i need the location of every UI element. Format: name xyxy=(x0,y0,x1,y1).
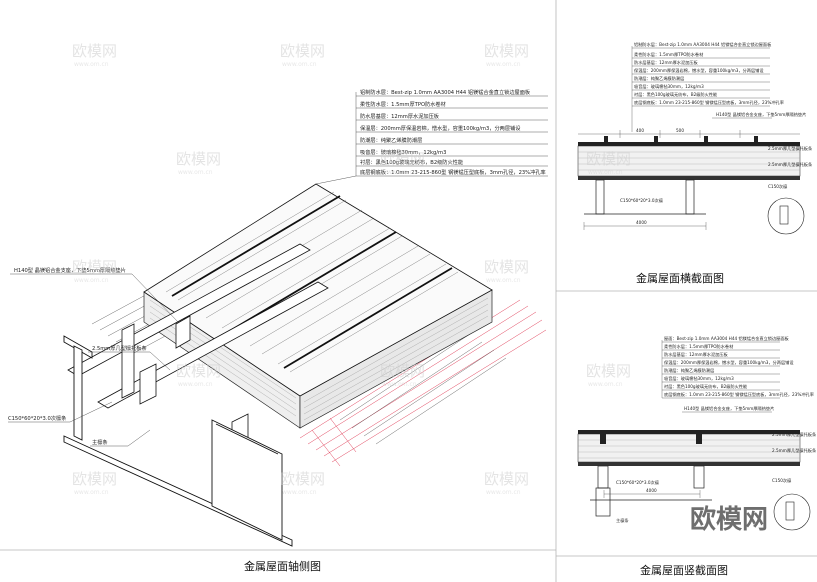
long-dim-4000: 4000 xyxy=(646,488,657,493)
watermark-url: www.om.cn xyxy=(588,169,623,176)
long-layer-3: 防水层基层：12mm厚水泥加压板 xyxy=(664,351,729,358)
watermark-url: www.om.cn xyxy=(486,277,521,284)
long-side-3: C150次檩 xyxy=(772,477,791,484)
watermark-logo: 欧模网 xyxy=(380,150,425,168)
watermark-url: www.om.cn xyxy=(178,381,213,388)
axonometric-caption: 金属屋面轴侧图 xyxy=(244,559,321,573)
cross-dim-4000: 4000 xyxy=(636,220,647,225)
long-layer-7: 衬层：黑色100g玻璃无纺布，B2级防火性能 xyxy=(664,383,748,390)
watermark-big-logo: 欧模网 xyxy=(690,504,768,535)
watermark-logo: 欧模网 xyxy=(176,362,221,380)
cross-leaders xyxy=(631,46,772,132)
watermark-logo: 欧模网 xyxy=(280,470,325,488)
cross-layer-6: 吸音层：玻璃棉毡30mm，12kg/m3 xyxy=(634,83,704,90)
cross-layer-7: 衬层：黑色100g玻璃无纺布，B2级防火性能 xyxy=(634,91,718,98)
axo-callout-purlin-25: 2.5mm厚几型檩托板条 xyxy=(92,344,147,352)
watermark-url: www.om.cn xyxy=(486,489,521,496)
watermark-logo: 欧模网 xyxy=(380,362,425,380)
axo-layer-2: 柔性防水层：1.5mm厚TPO防水卷材 xyxy=(360,100,446,108)
watermark-url: www.om.cn xyxy=(382,381,417,388)
long-callout-h140: H140型 晶镁铝合金支座，下垫5mm厚隔热垫片 xyxy=(684,405,774,412)
watermark-url: www.om.cn xyxy=(74,489,109,496)
watermark-logo: 欧模网 xyxy=(72,258,117,276)
watermark-url: www.om.cn xyxy=(74,61,109,68)
long-section-body xyxy=(577,430,811,531)
axo-layer-5: 防潮层：纯聚乙烯膜防潮层 xyxy=(360,136,422,144)
axo-layer-7: 衬层：黑色100g玻璃无纺布，B2级防火性能 xyxy=(360,158,463,166)
long-layer-4: 保温层：200mm厚保温岩棉，憎水型，容重100kg/m3，分两层铺设 xyxy=(664,359,794,366)
cross-side-3: C150次檩 xyxy=(768,183,787,190)
watermark-url: www.om.cn xyxy=(282,61,317,68)
long-section-drawing: 屋面：Best-zip 1.0mm AA3004 H44 铝镁锰合金直立锁边屋面… xyxy=(577,335,817,577)
cross-dim-400: 400 xyxy=(636,128,644,133)
watermark-url: www.om.cn xyxy=(382,169,417,176)
long-side-1: 2.5mm厚几型檩托板条 xyxy=(772,431,817,438)
cross-section-drawing: 铝制防水层：Best-zip 1.0mm AA3004 H44 铝镁锰合金直立锁… xyxy=(577,41,813,285)
long-layer-6: 吸音层：玻璃棉毡30mm，12kg/m3 xyxy=(664,375,734,382)
axo-callout-h140: H140型 晶镁铝合金支座，下垫5mm厚隔热垫片 xyxy=(14,266,126,274)
main-beam xyxy=(63,335,293,547)
watermark-logo: 欧模网 xyxy=(586,150,631,168)
watermark-url: www.om.cn xyxy=(282,489,317,496)
long-callout-c150: C150*60*20*3.0次檩 xyxy=(616,479,659,486)
cross-layer-8: 底层钢底板：1.0mm 23-215-860型 钢镁锰压型底板，3mm孔径，23… xyxy=(634,99,784,106)
long-callout-main: 主檩条 xyxy=(616,517,629,524)
watermark-logo: 欧模网 xyxy=(484,258,529,276)
cross-callout-c150: C150*60*20*3.0次檩 xyxy=(620,197,663,204)
watermark-url: www.om.cn xyxy=(178,169,213,176)
axo-layer-3: 防水层基层：12mm厚水泥加压板 xyxy=(360,112,440,120)
axo-callout-purlin-c: C150*60*20*3.0次檩条 xyxy=(8,414,66,422)
long-layer-5: 防潮层：纯聚乙烯膜防潮层 xyxy=(664,367,714,374)
watermark-logo: 欧模网 xyxy=(280,42,325,60)
layer-leaders xyxy=(8,92,548,447)
watermark-logo: 欧模网 xyxy=(586,362,631,380)
watermark-url: www.om.cn xyxy=(486,61,521,68)
cross-section-body xyxy=(577,136,805,235)
long-layer-1: 屋面：Best-zip 1.0mm AA3004 H44 铝镁锰合金直立锁边屋面… xyxy=(664,335,790,342)
long-layer-8: 底层钢底板：1.0mm 23-215-860型 钢镁锰压型底板，3mm孔径，23… xyxy=(664,391,814,398)
axo-layer-4: 保温层：200mm厚保温岩棉，憎水型，容重100kg/m3，分两层铺设 xyxy=(360,124,520,132)
axo-callout-main-purlin: 主檩条 xyxy=(92,438,108,446)
cross-layer-5: 防潮层：纯聚乙烯膜防潮层 xyxy=(634,75,684,82)
watermarks: 欧模网 www.om.cn 欧模网 www.om.cn 欧模网 www.om.c… xyxy=(72,42,768,535)
watermark-logo: 欧模网 xyxy=(176,150,221,168)
bottom-deck xyxy=(299,299,547,467)
cross-side-1: 2.5mm厚几型檩托板条 xyxy=(768,145,813,152)
long-side-2: 2.5mm厚几型檩托板条 xyxy=(772,447,817,454)
axo-layer-6: 吸音层：玻璃棉毡30mm，12kg/m3 xyxy=(360,148,446,156)
cross-dim-bottom xyxy=(583,222,707,230)
axonometric-drawing: 铝制防水层：Best-zip 1.0mm AA3004 H44 铝镁锰合金直立锁… xyxy=(8,88,548,573)
axo-layer-8: 底层钢底板：1.0mm 23-215-860型 钢镁锰压型底板，3mm孔径，23… xyxy=(360,168,546,176)
cross-layer-1: 铝制防水层：Best-zip 1.0mm AA3004 H44 铝镁锰合金直立锁… xyxy=(634,41,772,48)
long-section-caption: 金属屋面竖截面图 xyxy=(640,563,728,577)
watermark-logo: 欧模网 xyxy=(484,470,529,488)
watermark-logo: 欧模网 xyxy=(72,470,117,488)
cross-layer-3: 防水层基层：12mm厚水泥加压板 xyxy=(634,59,699,66)
watermark-url: www.om.cn xyxy=(588,381,623,388)
cross-callout-h140: H140型 晶镁铝合金支座，下垫5mm厚隔热垫片 xyxy=(716,111,806,118)
cross-dim-top xyxy=(578,130,800,138)
cross-side-2: 2.5mm厚几型檩托板条 xyxy=(768,161,813,168)
axo-layer-1: 铝制防水层：Best-zip 1.0mm AA3004 H44 铝镁锰合金直立锁… xyxy=(360,88,531,96)
long-dim xyxy=(603,490,701,498)
cross-section-caption: 金属屋面横截面图 xyxy=(636,271,724,285)
watermark-logo: 欧模网 xyxy=(484,42,529,60)
cross-layer-2: 柔性防水层：1.5mm厚TPO防水卷材 xyxy=(634,51,703,58)
cross-dim-500: 500 xyxy=(676,128,684,133)
cross-layer-4: 保温层：200mm厚保温岩棉，憎水型，容重100kg/m3，分两层铺设 xyxy=(634,67,764,74)
watermark-url: www.om.cn xyxy=(74,277,109,284)
long-leaders xyxy=(661,340,780,413)
long-layer-2: 柔性防水层：1.5mm厚TPO防水卷材 xyxy=(664,343,733,350)
watermark-logo: 欧模网 xyxy=(72,42,117,60)
